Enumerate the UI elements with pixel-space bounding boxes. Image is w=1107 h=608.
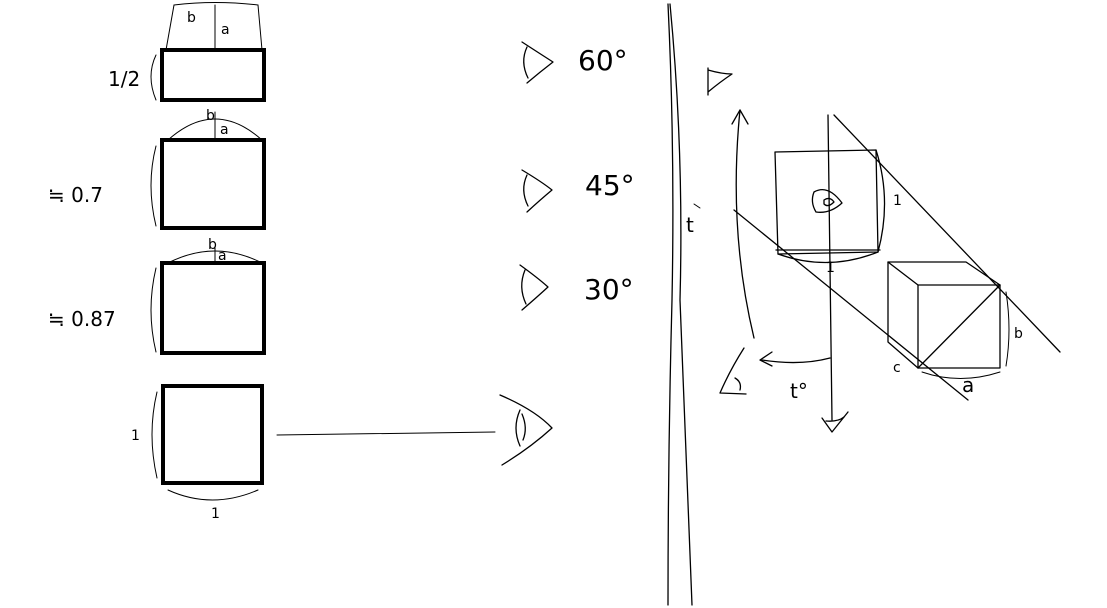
square-half-box xyxy=(160,48,266,102)
top-eye-icon xyxy=(707,67,733,96)
square-half-trapezoid xyxy=(165,4,263,51)
vertical-axis xyxy=(827,114,833,421)
cube-top-face xyxy=(887,261,1001,286)
eye-30-icon xyxy=(519,264,549,311)
square-unit-bottom-bracket xyxy=(167,489,259,501)
cube-c-label: c xyxy=(893,360,901,376)
cube: b a c xyxy=(887,261,1023,397)
cube-front-face xyxy=(917,284,1001,369)
t-angle-label: t° xyxy=(790,379,808,403)
angle-30-label: 30° xyxy=(584,273,634,306)
cube-a-label: a xyxy=(962,373,974,397)
square-unit-box xyxy=(161,384,264,485)
divider-line-left xyxy=(667,3,674,606)
square-087-ratio-label: ≒ 0.87 xyxy=(48,307,116,331)
center-eye-icon xyxy=(811,189,843,213)
cube-b-label: b xyxy=(1014,326,1023,342)
front-square-right-bulge xyxy=(875,149,886,253)
square-087-label-a: a xyxy=(218,248,227,264)
square-07-label-a: a xyxy=(220,122,229,138)
diagonal-line-lower xyxy=(733,209,969,401)
big-eye-icon xyxy=(499,394,553,466)
square-087: b a ≒ 0.87 xyxy=(48,237,266,355)
square-unit-side-bracket xyxy=(151,391,158,479)
eye-60: 60° xyxy=(521,41,628,84)
square-unit-bottom-label: 1 xyxy=(211,506,220,522)
front-square-side-label: 1 xyxy=(893,193,902,209)
divider-line-right xyxy=(669,3,693,606)
rotation-arc-bottom xyxy=(761,357,831,364)
diagonal-line-upper xyxy=(833,114,1061,353)
square-half-label-a: a xyxy=(221,22,230,38)
eye-45: 45° xyxy=(521,169,635,213)
square-07: b a ≒ 0.7 xyxy=(48,108,266,230)
t-tick xyxy=(693,203,701,209)
rotation-arc-up xyxy=(735,109,755,339)
t-label: t xyxy=(686,213,694,237)
square-07-ratio-label: ≒ 0.7 xyxy=(48,183,103,207)
square-half: b a 1/2 xyxy=(108,2,266,102)
sightline-arrow-line xyxy=(276,431,496,436)
square-087-label-b: b xyxy=(208,237,217,253)
square-unit: 1 1 xyxy=(131,384,496,522)
square-07-label-b: b xyxy=(206,108,215,124)
front-square-bottom-label: 1 xyxy=(826,260,835,276)
square-half-top-arc xyxy=(173,2,259,6)
front-square: 1 1 xyxy=(774,149,902,276)
rotation-arrowhead-up xyxy=(731,109,749,125)
square-07-box xyxy=(160,138,266,230)
eye-45-icon xyxy=(521,169,553,213)
front-square-bottom-bulge xyxy=(777,251,879,264)
square-half-label-b: b xyxy=(187,10,196,26)
eye-30: 30° xyxy=(519,264,634,311)
bottom-left-eye-icon xyxy=(719,347,747,395)
square-half-ratio-label: 1/2 xyxy=(108,67,140,91)
square-unit-side-label: 1 xyxy=(131,428,140,444)
cube-a-bracket xyxy=(921,371,1001,379)
cube-front-diagonal xyxy=(917,284,1001,369)
front-square-outline xyxy=(774,149,879,255)
eye-60-icon xyxy=(521,41,554,84)
angle-60-label: 60° xyxy=(578,44,628,77)
square-087-box xyxy=(160,261,266,355)
bottom-eye-icon xyxy=(821,411,849,433)
square-half-side-bracket xyxy=(150,54,157,101)
square-07-side-bracket xyxy=(150,145,157,227)
angle-45-label: 45° xyxy=(585,169,635,202)
cube-left-edge xyxy=(887,261,919,369)
square-087-side-bracket xyxy=(150,267,157,353)
cube-b-bracket xyxy=(1005,291,1010,367)
rotation-arrowhead-bottom xyxy=(759,351,773,367)
